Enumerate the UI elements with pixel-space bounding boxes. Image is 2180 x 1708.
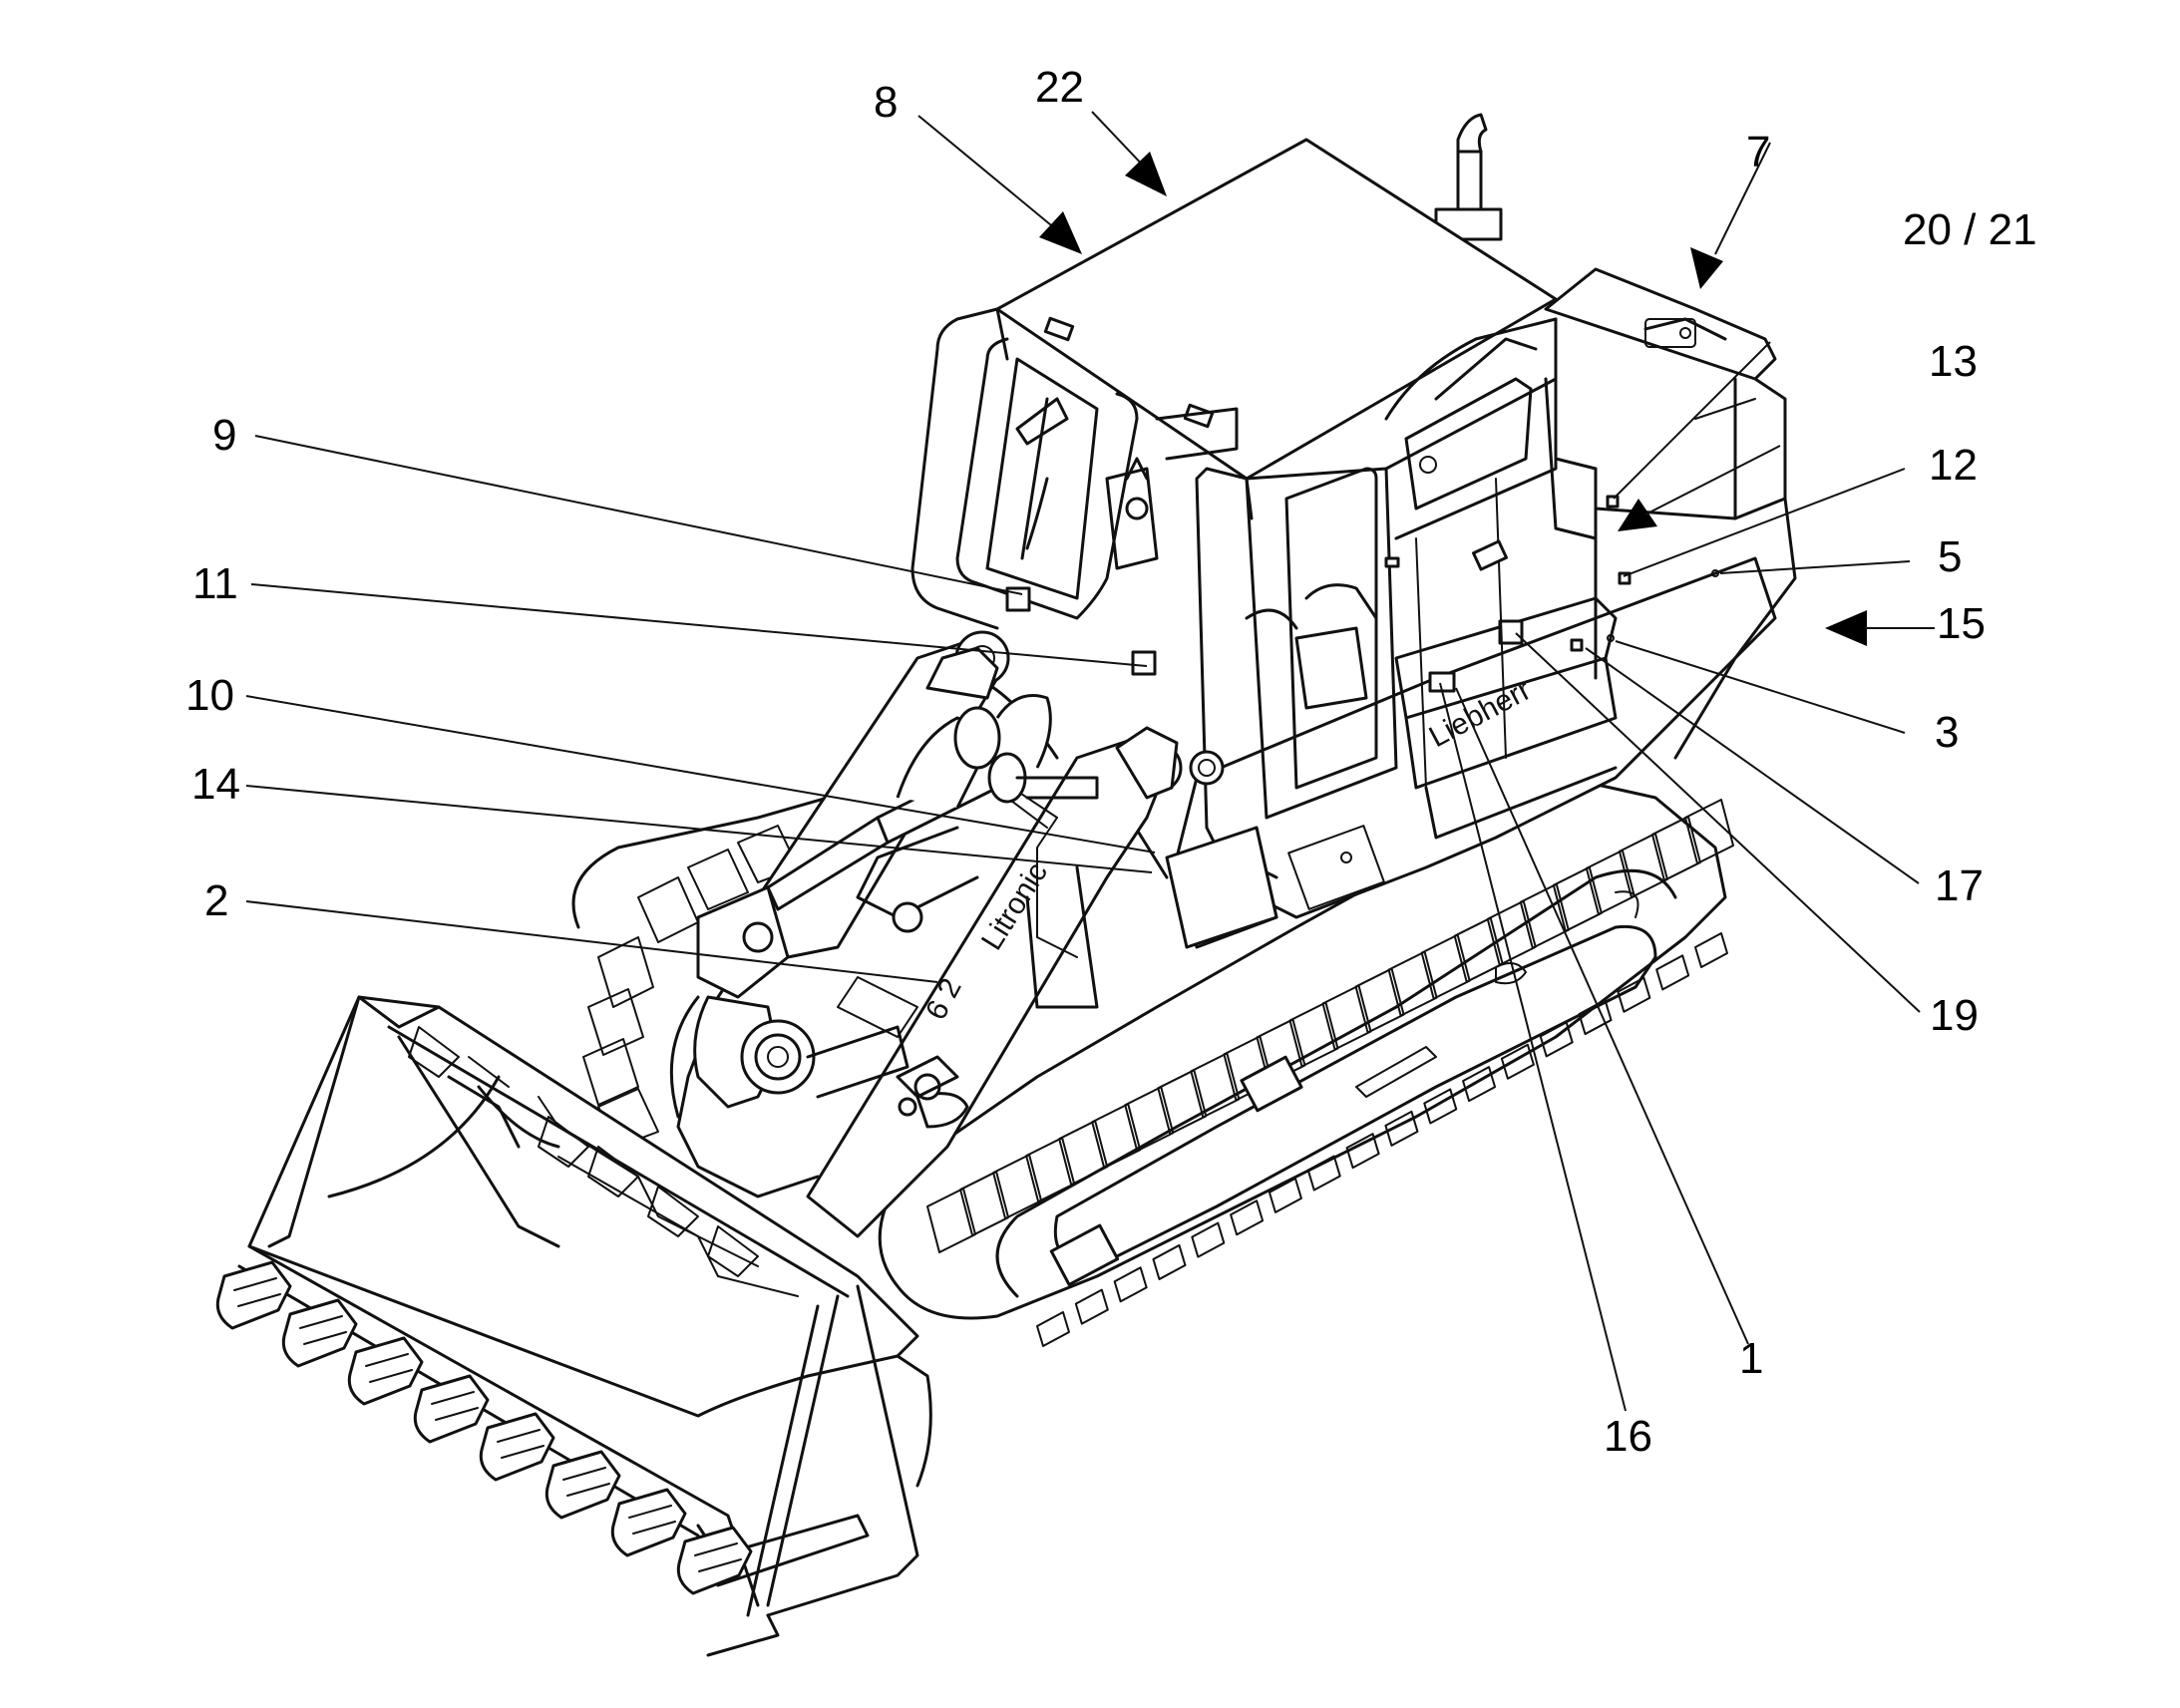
label-17: 17 (1935, 861, 1984, 910)
exhaust-stack (1434, 113, 1503, 241)
label-15: 15 (1937, 599, 1986, 648)
label-8: 8 (874, 78, 898, 127)
loader-bucket (215, 995, 932, 1657)
crawler-track-front (878, 776, 1734, 1347)
bucket-tooth-detail (299, 1315, 347, 1345)
label-19: 19 (1930, 991, 1979, 1040)
track-link (1694, 932, 1728, 968)
arrow-7-head (1690, 247, 1723, 289)
track-link (1113, 1266, 1148, 1303)
label-14: 14 (191, 760, 240, 809)
track-link (1074, 1288, 1109, 1325)
track-link (1191, 1221, 1226, 1258)
bucket-tooth-detail (497, 1429, 545, 1459)
bucket-tooth-detail (365, 1353, 413, 1383)
track-link (1306, 1155, 1341, 1192)
bucket-tooth-detail (694, 1542, 742, 1572)
tilt-cylinder (766, 694, 1099, 958)
arrow-15-head (1825, 610, 1867, 646)
track-link (1152, 1243, 1187, 1280)
label-12: 12 (1929, 441, 1978, 490)
indicator-arrows (917, 111, 1935, 646)
track-link (1384, 1110, 1419, 1147)
operator-cab (910, 138, 1558, 879)
label-3: 3 (1935, 708, 1959, 757)
reference-numerals: 8 22 7 20 / 21 13 12 5 15 3 17 19 1 16 9… (185, 63, 2037, 1461)
label-1: 1 (1739, 1334, 1763, 1383)
track-link (1500, 1043, 1535, 1080)
bucket-tooth-detail (431, 1391, 479, 1421)
label-5: 5 (1938, 532, 1962, 581)
label-10: 10 (185, 671, 234, 720)
arrow-22-head (1125, 152, 1167, 196)
label-7: 7 (1746, 128, 1770, 176)
bucket-tooth-detail (562, 1467, 610, 1497)
track-link (1423, 1088, 1458, 1125)
track-link (1655, 954, 1690, 991)
track-link (1462, 1066, 1497, 1103)
track-link (1268, 1177, 1302, 1213)
label-9: 9 (212, 411, 236, 460)
track-link (1345, 1133, 1380, 1170)
arrow-8-head (1039, 211, 1082, 254)
bucket-tooth-detail (233, 1277, 281, 1307)
track-cleat (1684, 799, 1734, 864)
leader-lines (245, 341, 1921, 1412)
label-2: 2 (204, 876, 228, 925)
arrow-13-head (1618, 499, 1657, 531)
label-20-21: 20 / 21 (1903, 205, 2037, 254)
boom-linkage (693, 885, 969, 1129)
label-11: 11 (192, 559, 238, 608)
track-link (1230, 1199, 1265, 1236)
label-22: 22 (1035, 63, 1084, 112)
track-link (1036, 1311, 1070, 1347)
label-16: 16 (1604, 1412, 1652, 1461)
bucket-tooth-detail (628, 1505, 676, 1535)
machine-body (1175, 267, 1797, 949)
label-13: 13 (1929, 337, 1978, 386)
track-link (1617, 976, 1651, 1013)
